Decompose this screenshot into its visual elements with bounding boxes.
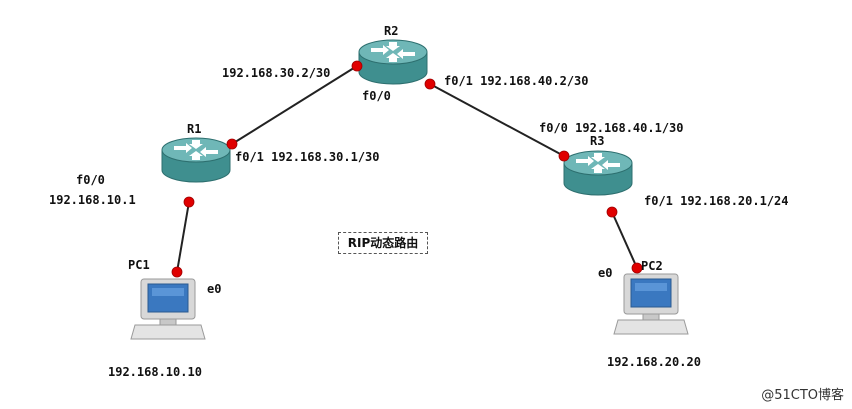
pc1-if-label: e0 (207, 282, 222, 296)
pc1-ip-label: 192.168.10.10 (108, 365, 202, 379)
router-r2-icon[interactable] (358, 39, 428, 85)
link-r1-pc1 (176, 201, 190, 273)
link-r2-r3 (429, 83, 565, 157)
r2-f00-ip-label: 192.168.30.2/30 (222, 66, 331, 80)
r2-f01-label: f0/1 192.168.40.2/30 (444, 74, 589, 88)
port-r1-f00 (183, 196, 195, 208)
r1-f01-label: f0/1 192.168.30.1/30 (235, 150, 380, 164)
r3-f01-label: f0/1 192.168.20.1/24 (644, 194, 789, 208)
pc2-if-label: e0 (598, 266, 613, 280)
port-pc1-e0 (171, 266, 183, 278)
diagram-note: RIP动态路由 (338, 232, 428, 254)
router-r3-icon[interactable] (563, 150, 633, 196)
port-r3-f00 (558, 150, 570, 162)
router-r2-label: R2 (384, 24, 399, 38)
port-pc2-e0 (631, 262, 643, 274)
port-r2-f00 (351, 60, 363, 72)
r1-f00-if-label: f0/0 (76, 173, 105, 187)
pc2-icon[interactable] (613, 273, 689, 335)
port-r2-f01 (424, 78, 436, 90)
router-r3-label: R3 (590, 134, 605, 148)
router-r1-label: R1 (187, 122, 202, 136)
pc2-label: PC2 (641, 259, 663, 273)
pc1-icon[interactable] (130, 278, 206, 340)
router-r1-icon[interactable] (161, 137, 231, 183)
port-r3-f01 (606, 206, 618, 218)
port-r1-f01 (226, 138, 238, 150)
r3-f00-label: f0/0 192.168.40.1/30 (539, 121, 684, 135)
link-r1-r2 (231, 65, 358, 145)
r1-f00-ip-label: 192.168.10.1 (49, 193, 136, 207)
pc2-ip-label: 192.168.20.20 (607, 355, 701, 369)
link-r3-pc2 (611, 211, 638, 269)
watermark: @51CTO博客 (761, 388, 844, 403)
pc1-label: PC1 (128, 258, 150, 272)
r2-f00-if-label: f0/0 (362, 89, 391, 103)
